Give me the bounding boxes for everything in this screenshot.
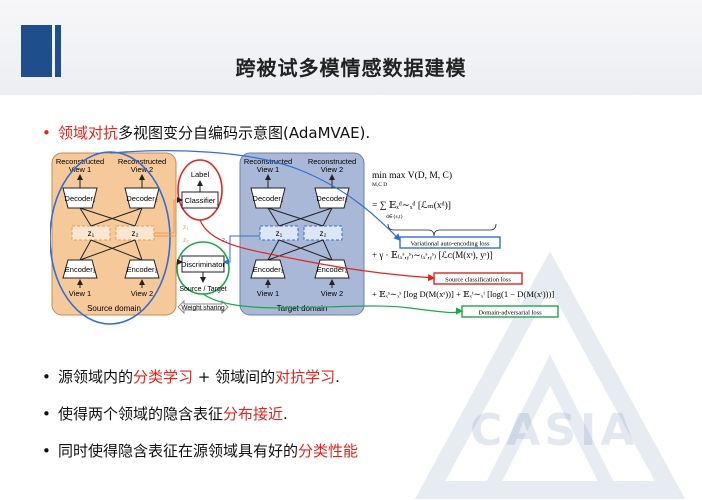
tgt-encoder1-label: Encoder₁ xyxy=(253,265,284,274)
src-z2-label: z₂ xyxy=(131,229,138,238)
bullet-3: • 同时使得隐含表征在源领域具有好的分类性能 xyxy=(42,440,358,461)
watermark-text: CASIA xyxy=(470,405,639,456)
src-view1-label: View 1 xyxy=(69,289,91,298)
bullet-1-part-4: 对抗学习 xyxy=(275,368,336,386)
src-decoder2-label: Decoder₂ xyxy=(126,194,157,203)
brand-bar xyxy=(21,25,52,77)
formula-line1-sub: M,C D xyxy=(372,182,387,188)
bullet-3-part-2: 分类性能 xyxy=(298,442,359,460)
tgt-encoder2-label: Encoder₂ xyxy=(317,265,348,274)
bullet-dot: • xyxy=(42,124,51,142)
classifier-text: Classifier xyxy=(185,196,216,205)
bullet-3-part-1: 同时使得隐含表征在源领域具有好的 xyxy=(58,442,299,460)
tgt-encoder1-shape xyxy=(250,259,286,279)
slide-title: 跨被试多模情感数据建模 xyxy=(235,56,467,80)
tgt-decoder1-shape xyxy=(250,187,286,209)
bullet-2: • 使得两个领域的隐含表征分布接近. xyxy=(42,403,288,424)
bullet-1-part-5: . xyxy=(335,368,340,386)
source-domain-label: Source domain xyxy=(87,304,141,313)
discriminator-text: Discriminator xyxy=(181,260,225,269)
mid-z2-label: z₂ xyxy=(183,237,189,244)
header-band xyxy=(0,0,702,95)
vae-loss-label: Variational auto-encoding loss xyxy=(410,241,490,248)
src-decoder1-shape xyxy=(62,187,98,209)
mid-z1-label: z₁ xyxy=(183,224,189,231)
brand-bar-thin xyxy=(55,25,61,77)
tgt-decoder2-shape xyxy=(314,187,350,209)
src-decoder1-label: Decoder₁ xyxy=(65,194,96,203)
src-recon-view2-a: Reconstructed xyxy=(118,157,166,166)
casia-watermark-logo xyxy=(414,251,686,499)
src-encoder2-shape xyxy=(124,259,160,279)
intro-text: 多视图变分自编码示意图(AdaMVAE). xyxy=(118,124,371,142)
src-recon-view2-b: View 2 xyxy=(131,165,153,174)
vae-loss-box xyxy=(399,236,501,249)
tgt-recon-view2-a: Reconstructed xyxy=(308,157,356,166)
formula-line2: = ∑ 𝔼ₓᵈ∼ₓᵈ [ℒₘ(xᵈ)] xyxy=(372,200,451,211)
tgt-decoder2-label: Decoder₂ xyxy=(316,194,347,203)
bullet-1-part-1: 源领域内的 xyxy=(58,368,134,386)
tgt-view2-label: View 2 xyxy=(321,289,343,298)
mid-zt-label: z₁ xyxy=(222,237,228,244)
src-encoder2-label: Encoder₂ xyxy=(127,265,158,274)
bullet-1-part-2: 分类学习 xyxy=(133,368,194,386)
bullet-2-part-1: 使得两个领域的隐含表征 xyxy=(58,405,224,423)
bullet-2-part-3: . xyxy=(283,405,288,423)
weight-sharing-text: Weight sharing xyxy=(181,305,225,312)
label-text: Label xyxy=(191,170,210,179)
tgt-recon-view2-b: View 2 xyxy=(321,165,343,174)
adamvae-figure: Reconstructed View 1 Reconstructed View … xyxy=(50,150,559,325)
bullet-dot: • xyxy=(42,442,51,460)
intro-bullet: • 领域对抗多视图变分自编码示意图(AdaMVAE). xyxy=(42,122,370,143)
tgt-z1-label: z₁ xyxy=(276,229,283,238)
bullet-dot: • xyxy=(42,368,51,386)
tgt-decoder1-label: Decoder₁ xyxy=(253,194,284,203)
target-domain-label: Target domain xyxy=(277,304,328,313)
tgt-view1-label: View 1 xyxy=(257,289,279,298)
src-recon-view1-a: Reconstructed xyxy=(56,157,104,166)
src-decoder2-shape xyxy=(124,187,160,209)
bullet-2-part-2: 分布接近 xyxy=(223,405,284,423)
objective-formula: min max V(D, M, C) M,C D = ∑ 𝔼ₓᵈ∼ₓᵈ [ℒₘ(… xyxy=(372,170,554,299)
src-encoder1-label: Encoder₁ xyxy=(65,265,96,274)
bullet-1-part-3: + 领域间的 xyxy=(193,368,276,386)
formula-line1: min max V(D, M, C) xyxy=(372,170,452,181)
src-view2-label: View 2 xyxy=(131,289,153,298)
tgt-recon-view1-b: View 1 xyxy=(257,165,279,174)
src-z1-label: z₁ xyxy=(88,229,95,238)
source-highlight-ellipse xyxy=(50,151,171,325)
formula-line4: + 𝔼ₓˢ∼ₓˢ [log D(M(xˢ))] + 𝔼ₓᵗ∼ₓᵗ [log(1 … xyxy=(372,289,554,299)
source-target-text: Source / Target xyxy=(179,286,226,293)
src-recon-view1-b: View 1 xyxy=(69,165,91,174)
formula-line2-sub: d∈{s,t} xyxy=(386,214,404,220)
adv-loss-label: Domain-adversarial loss xyxy=(478,310,542,317)
formula-line3: + γ · 𝔼₍ₓˢ,ᵧˢ₎∼₍ₓˢ,ᵧˢ₎ [ℒᴄ(M(xˢ), yˢ)] xyxy=(372,250,493,261)
bullet-dot: • xyxy=(42,405,51,423)
tgt-recon-view1-a: Reconstructed xyxy=(244,157,292,166)
cls-loss-label: Source classification loss xyxy=(445,277,511,284)
tgt-z2-label: z₂ xyxy=(319,229,326,238)
intro-highlight: 领域对抗 xyxy=(58,124,119,142)
src-encoder1-shape xyxy=(62,259,98,279)
bullet-1: • 源领域内的分类学习 + 领域间的对抗学习. xyxy=(42,366,340,387)
